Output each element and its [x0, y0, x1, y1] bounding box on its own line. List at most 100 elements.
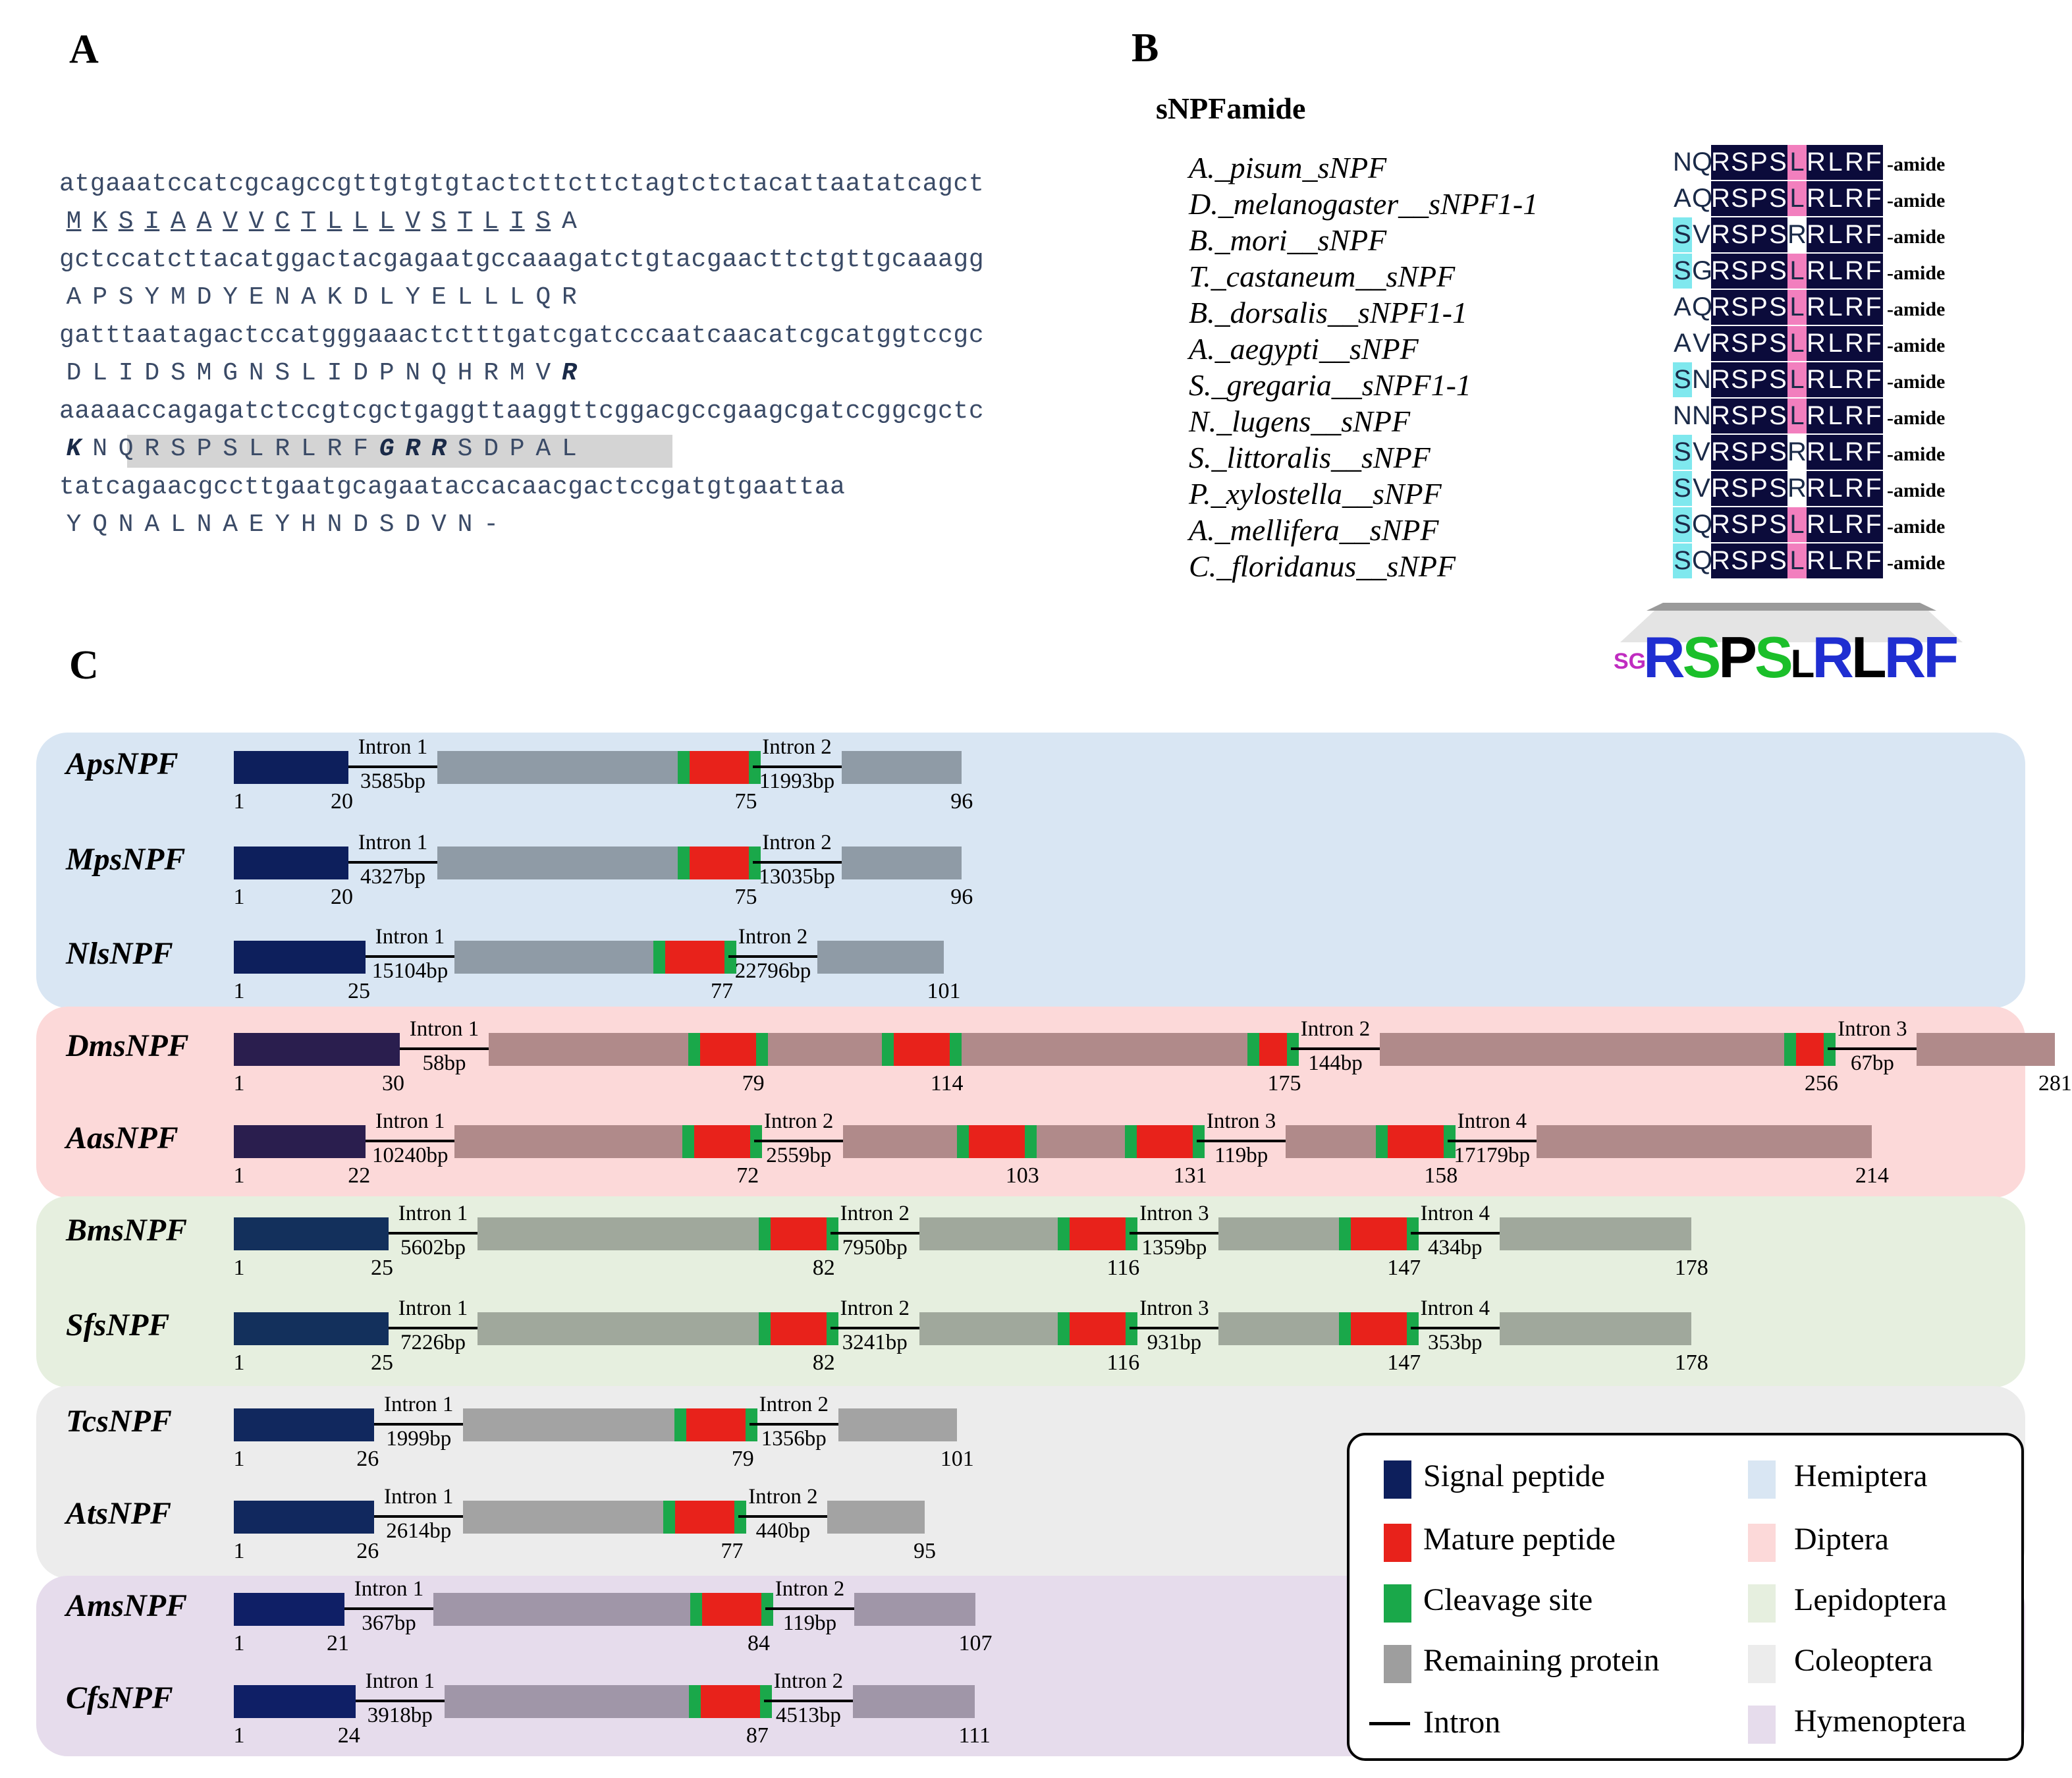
alignment-residue: S	[1730, 290, 1749, 325]
amino-acid: R	[275, 435, 290, 463]
alignment-residue: S	[1768, 181, 1787, 216]
alignment-residue: R	[1787, 217, 1807, 252]
alignment-residue: S	[1768, 290, 1787, 325]
position-label: 175	[1267, 1071, 1301, 1096]
amino-acid: D	[353, 283, 368, 312]
cleavage-site	[758, 1217, 771, 1250]
amino-acid: R	[561, 359, 577, 387]
alignment-residue: Q	[1692, 181, 1712, 216]
intron-label: Intron 2	[748, 1485, 818, 1509]
cleavage-site	[755, 1033, 768, 1066]
alignment-residue: S	[1730, 326, 1749, 361]
alignment-residue: R	[1807, 217, 1826, 252]
amino-acid: Q	[535, 283, 551, 312]
amino-acid: R	[431, 435, 447, 463]
intron-line	[366, 1140, 455, 1142]
alignment-residue: Q	[1692, 543, 1712, 578]
alignment-residue: R	[1807, 181, 1826, 216]
position-label: 1	[233, 1256, 245, 1280]
alignment-residue: L	[1826, 181, 1845, 216]
alignment-residue: P	[1749, 217, 1768, 252]
dna-line-4: aaaaaccagagatctccgtcgctgaggttaaggttcggac…	[59, 397, 985, 426]
legend-label-hymenoptera: Hymenoptera	[1794, 1704, 1967, 1738]
intron-size: 119bp	[782, 1611, 837, 1635]
position-label: 22	[348, 1163, 371, 1188]
position-label: 1	[233, 1539, 245, 1563]
amino-acid: N	[118, 511, 134, 539]
amino-acid: A	[170, 208, 186, 236]
signal-peptide-segment	[234, 941, 366, 974]
alignment-residue: R	[1845, 145, 1864, 180]
amino-acid: G	[223, 359, 238, 387]
alignment-residue: R	[1711, 145, 1730, 180]
intron-label: Intron 1	[398, 1202, 468, 1225]
intron-label: Intron 1	[354, 1577, 424, 1601]
amino-acid: C	[275, 208, 290, 236]
alignment-residue: R	[1807, 507, 1826, 542]
amino-acid: G	[379, 435, 395, 463]
intron-label: Intron 1	[398, 1296, 468, 1320]
intron-label: Intron 2	[738, 925, 808, 949]
cleavage-site	[677, 751, 690, 784]
amino-acid: S	[431, 208, 447, 236]
amino-acid: Y	[275, 511, 290, 539]
gene-name: AmsNPF	[66, 1588, 188, 1623]
intron-label: Intron 1	[365, 1669, 435, 1693]
alignment-residue: L	[1787, 181, 1807, 216]
amino-acid: R	[327, 435, 342, 463]
exon-segment	[1917, 1033, 2056, 1066]
position-label: 79	[731, 1447, 754, 1471]
intron-line	[754, 1140, 844, 1142]
alignment-residue: R	[1845, 326, 1864, 361]
intron-line	[752, 861, 842, 864]
amino-acid: S	[275, 359, 290, 387]
intron-label: Intron 2	[759, 1393, 829, 1416]
alignment-residue: S	[1768, 435, 1787, 470]
alignment-residue: S	[1768, 217, 1787, 252]
amino-acid: Y	[144, 283, 160, 312]
cleavage-site	[1375, 1125, 1388, 1158]
amino-acid: K	[66, 435, 82, 463]
alignment-residue: S	[1768, 399, 1787, 433]
intron-line	[738, 1515, 828, 1518]
alignment-residue: A	[1673, 326, 1692, 361]
amino-acid: N	[248, 359, 264, 387]
amino-acid: L	[327, 208, 342, 236]
signal-peptide-segment	[234, 751, 348, 784]
alignment-residue: S	[1673, 254, 1692, 289]
signal-peptide-segment	[234, 1408, 375, 1441]
intron-label: Intron 1	[375, 925, 445, 949]
intron-line	[1410, 1232, 1500, 1235]
signal-peptide-segment	[234, 1125, 366, 1158]
amino-acid: M	[196, 359, 212, 387]
amide-label: -amide	[1887, 226, 1946, 248]
position-label: 77	[721, 1539, 744, 1563]
amino-acid: N	[92, 435, 107, 463]
amide-label: -amide	[1887, 443, 1946, 465]
alignment-residue: S	[1673, 471, 1692, 506]
intron-line	[728, 955, 817, 958]
intron-line	[763, 1700, 853, 1702]
position-label: 103	[1005, 1163, 1039, 1188]
species-name: A._aegypti__sNPF	[1189, 332, 1419, 366]
amino-acid: S	[379, 511, 395, 539]
position-label: 158	[1424, 1163, 1458, 1188]
alignment-residue: Q	[1692, 290, 1712, 325]
intron-size: 1999bp	[386, 1427, 452, 1451]
alignment-residue: L	[1787, 254, 1807, 289]
alignment-residue: L	[1826, 471, 1845, 506]
cleavage-site	[690, 1593, 702, 1626]
amino-acid: D	[144, 359, 160, 387]
alignment-residue: P	[1749, 145, 1768, 180]
intron-size: 3918bp	[367, 1704, 433, 1727]
alignment-residue: R	[1845, 290, 1864, 325]
position-label: 72	[736, 1163, 759, 1188]
legend-label-coleoptera: Coleoptera	[1794, 1643, 1933, 1678]
signal-peptide-segment	[234, 1501, 375, 1534]
alignment-residue: L	[1787, 326, 1807, 361]
position-label: 1	[233, 1631, 245, 1655]
alignment-residue: R	[1711, 507, 1730, 542]
amino-acid: I	[144, 208, 160, 236]
amino-acid: P	[509, 435, 525, 463]
logo-letter: S	[1682, 625, 1722, 690]
